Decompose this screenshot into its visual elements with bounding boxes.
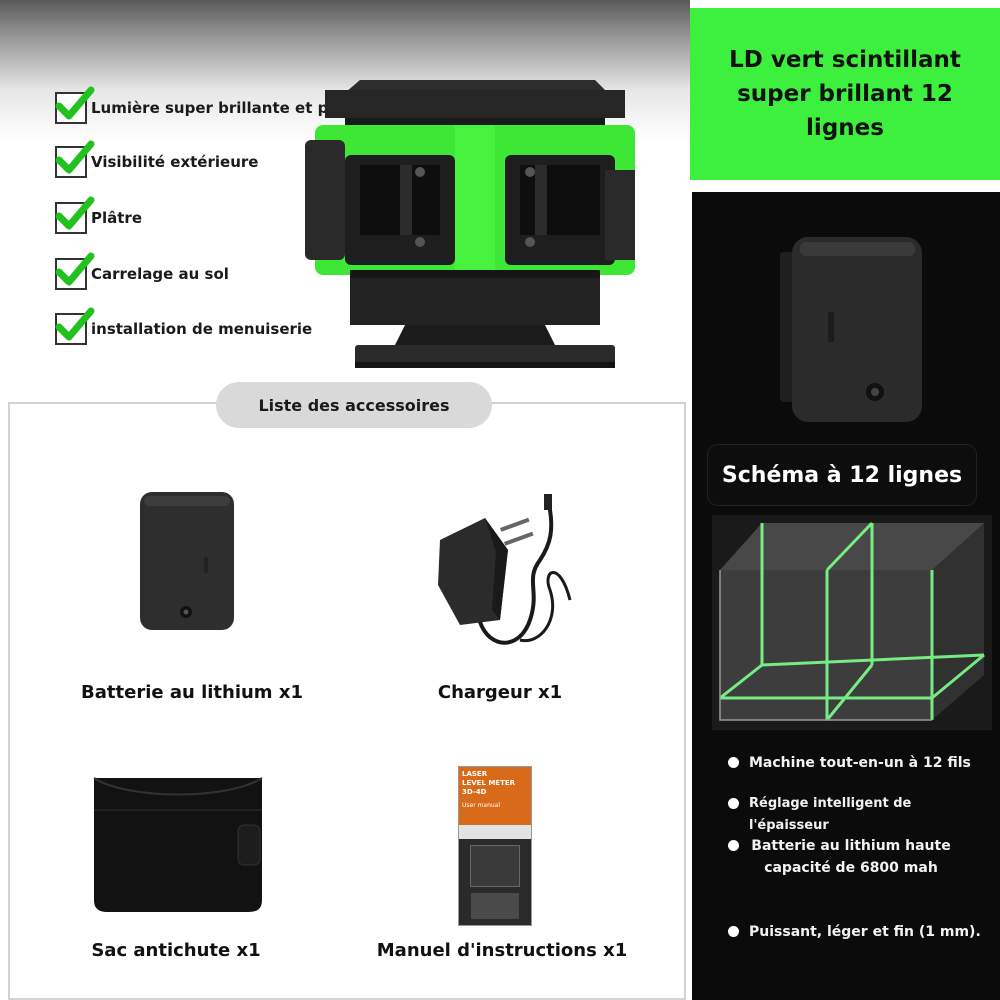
bullet-dot-icon	[728, 757, 739, 768]
accessory-bag-image	[93, 777, 263, 912]
feature-item-2: Réglage intelligent de l'épaisseur	[728, 793, 993, 837]
accessory-charger-image	[438, 494, 572, 645]
checkbox-icon	[55, 307, 95, 345]
accessories-heading-pill: Liste des accessoires	[216, 382, 492, 428]
manual-cover-line-4: User manual	[462, 802, 501, 809]
check-item-1: Lumière super brillante et puissante	[55, 86, 401, 128]
manual-cover-line-2: LEVEL METER	[462, 779, 516, 787]
checkbox-icon	[55, 86, 95, 124]
page-title: LD vert scintillant super brillant 12 li…	[729, 47, 961, 141]
schema-label: Schéma à 12 lignes	[721, 462, 963, 488]
check-item-2: Visibilité extérieure	[55, 140, 259, 182]
accessory-manual-image: LASER LEVEL METER 3D-4D User manual	[458, 766, 532, 926]
check-label: installation de menuiserie	[91, 320, 313, 338]
check-label: Lumière super brillante et puissante	[91, 99, 401, 117]
manual-cover-header: LASER LEVEL METER 3D-4D User manual	[459, 767, 531, 825]
check-label: Plâtre	[91, 209, 142, 227]
checkbox-icon	[55, 196, 95, 234]
accessory-label-manual: Manuel d'instructions x1	[376, 940, 628, 961]
feature-item-1: Machine tout-en-un à 12 fils	[728, 752, 993, 774]
bullet-dot-icon	[728, 926, 739, 937]
manual-cover-line-1: LASER	[462, 770, 488, 778]
check-label: Carrelage au sol	[91, 265, 229, 283]
checkbox-icon	[55, 252, 95, 290]
manual-device-picture	[470, 845, 520, 887]
laser-level-device-image	[305, 80, 635, 368]
manual-cover-line-3: 3D-4D	[462, 788, 487, 796]
feature-label: Puissant, léger et fin (1 mm).	[749, 924, 981, 940]
checkmark-icon	[55, 196, 95, 230]
bullet-dot-icon	[728, 798, 739, 809]
check-item-5: installation de menuiserie	[55, 307, 313, 349]
accessory-battery-image	[140, 492, 234, 630]
feature-label: Batterie au lithium haute capacité de 68…	[751, 838, 951, 876]
checkmark-icon	[55, 307, 95, 341]
accessory-label-bag: Sac antichute x1	[91, 940, 261, 961]
check-label: Visibilité extérieure	[91, 153, 259, 171]
laser-cube-diagram	[712, 515, 992, 730]
checkmark-icon	[55, 252, 95, 286]
battery-image	[780, 237, 922, 422]
accessory-label-charger: Chargeur x1	[437, 682, 563, 703]
bullet-dot-icon	[728, 840, 739, 851]
checkmark-icon	[55, 86, 95, 120]
feature-item-3: Batterie au lithium haute capacité de 68…	[728, 835, 953, 879]
accessory-label-battery: Batterie au lithium x1	[81, 682, 303, 703]
check-item-3: Plâtre	[55, 196, 142, 238]
feature-item-4: Puissant, léger et fin (1 mm).	[728, 921, 993, 943]
feature-label: Réglage intelligent de l'épaisseur	[749, 796, 912, 833]
schema-label-pill: Schéma à 12 lignes	[708, 445, 976, 505]
checkmark-icon	[55, 140, 95, 174]
title-banner: LD vert scintillant super brillant 12 li…	[690, 8, 1000, 180]
check-item-4: Carrelage au sol	[55, 252, 229, 294]
feature-label: Machine tout-en-un à 12 fils	[749, 755, 971, 771]
checkbox-icon	[55, 140, 95, 178]
accessories-heading: Liste des accessoires	[258, 395, 450, 415]
